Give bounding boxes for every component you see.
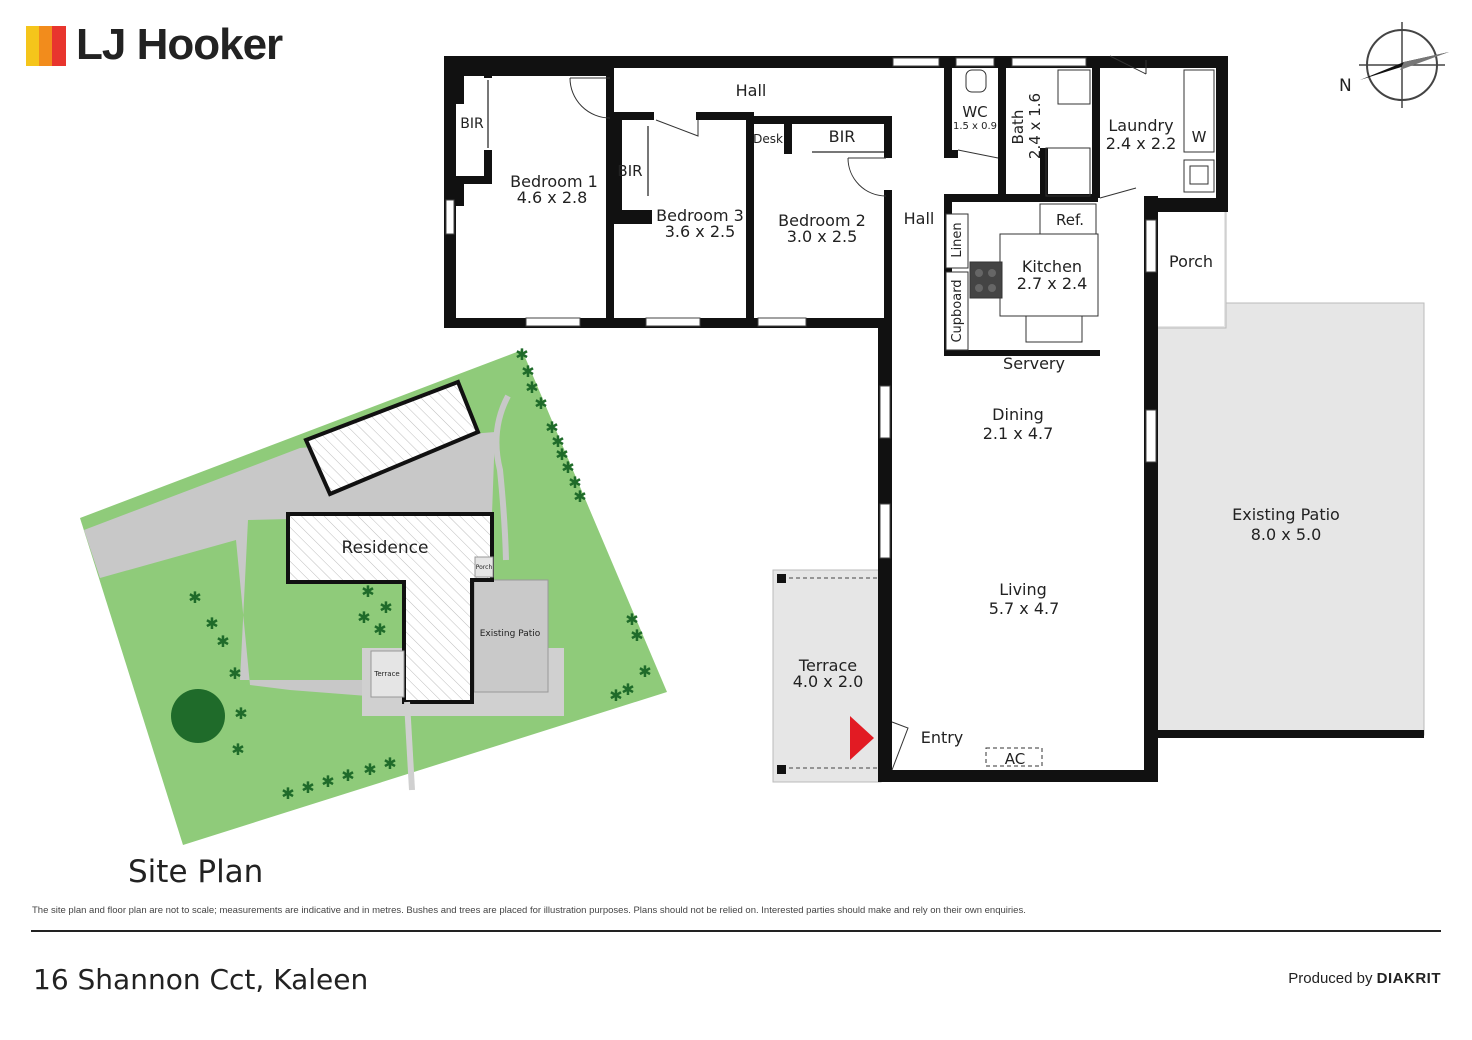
shrub-icon: ✱ (205, 614, 218, 633)
windows (445, 57, 1157, 559)
room-bath-size: 2.4 x 1.6 (1026, 93, 1044, 159)
room-desk: Desk (753, 132, 783, 146)
room-bedroom-3-name: Bedroom 3 (656, 206, 744, 225)
doors (569, 55, 1147, 771)
shrub-icon: ✱ (361, 582, 374, 601)
shrub-icon: ✱ (363, 760, 376, 779)
shrub-icon: ✱ (630, 626, 643, 645)
room-bir-1: BIR (460, 116, 484, 132)
shrub-icon: ✱ (373, 620, 386, 639)
room-entry: Entry (921, 728, 964, 747)
room-ref: Ref. (1056, 211, 1084, 229)
shrub-icon: ✱ (638, 662, 651, 681)
room-living-name: Living (999, 580, 1047, 599)
producer-name: DIAKRIT (1376, 970, 1441, 987)
shrub-icon: ✱ (228, 664, 241, 683)
room-kitchen-name: Kitchen (1022, 257, 1082, 276)
site-porch-label: Porch (476, 564, 493, 571)
shrub-icon: ✱ (545, 418, 558, 437)
room-living-size: 5.7 x 4.7 (989, 599, 1060, 618)
compass-north-label: N (1339, 76, 1352, 96)
room-kitchen-size: 2.7 x 2.4 (1017, 274, 1088, 293)
shrub-icon: ✱ (551, 432, 564, 451)
logo-bar-yellow (26, 26, 40, 66)
shrub-icon: ✱ (216, 632, 229, 651)
room-bedroom-1-name: Bedroom 1 (510, 172, 598, 191)
site-residence-label: Residence (342, 538, 429, 558)
shrub-icon: ✱ (383, 754, 396, 773)
room-w: W (1192, 128, 1207, 146)
site-terrace-label: Terrace (373, 670, 399, 678)
room-patio-size: 8.0 x 5.0 (1251, 525, 1322, 544)
room-hall-mid: Hall (904, 209, 935, 228)
shrub-icon: ✱ (534, 394, 547, 413)
existing-patio-area (1155, 302, 1425, 736)
patio-edge (1156, 730, 1424, 738)
shrub-icon: ✱ (621, 680, 634, 699)
room-servery: Servery (1003, 354, 1065, 373)
shrub-icon: ✱ (521, 362, 534, 381)
entry-arrow-icon (850, 716, 874, 760)
shrub-icon: ✱ (561, 458, 574, 477)
room-laundry-name: Laundry (1108, 116, 1173, 135)
site-driveway (84, 432, 495, 700)
shrub-icon: ✱ (379, 598, 392, 617)
shrub-icon: ✱ (281, 784, 294, 803)
site-lot (80, 350, 667, 845)
shrub-icon: ✱ (609, 686, 622, 705)
room-dining-size: 2.1 x 4.7 (983, 424, 1054, 443)
shrub-icon: ✱ (357, 608, 370, 627)
shrub-icon: ✱ (341, 766, 354, 785)
room-terrace-size: 4.0 x 2.0 (793, 672, 864, 691)
footer-divider (31, 930, 1441, 932)
room-bedroom-1-size: 4.6 x 2.8 (517, 188, 588, 207)
disclaimer-text: The site plan and floor plan are not to … (32, 905, 1026, 916)
shrub-icon: ✱ (525, 378, 538, 397)
room-bedroom-3-size: 3.6 x 2.5 (665, 222, 736, 241)
logo-bar-orange (39, 26, 53, 66)
room-dining-name: Dining (992, 405, 1044, 424)
site-garage (303, 379, 481, 497)
room-hall-top: Hall (736, 81, 767, 100)
room-wc-size: 1.5 x 0.9 (953, 121, 997, 132)
room-bedroom-2-name: Bedroom 2 (778, 211, 866, 230)
room-bath-name: Bath (1009, 110, 1027, 145)
shrub-icon: ✱ (188, 588, 201, 607)
property-address: 16 Shannon Cct, Kaleen (33, 963, 369, 996)
site-patio-label: Existing Patio (480, 629, 541, 639)
fixtures (945, 69, 1215, 767)
shrub-icon: ✱ (321, 772, 334, 791)
shrub-icon: ✱ (234, 704, 247, 723)
shrub-icon: ✱ (625, 610, 638, 629)
room-laundry-size: 2.4 x 2.2 (1106, 134, 1177, 153)
brand-logo: LJ Hooker (26, 20, 296, 74)
shrub-icon: ✱ (573, 487, 586, 506)
brand-name: LJ Hooker (76, 20, 283, 69)
shrub-icon: ✱ (515, 345, 528, 364)
room-patio-name: Existing Patio (1232, 505, 1340, 524)
logo-bars (26, 26, 66, 66)
site-plan-title: Site Plan (128, 854, 264, 890)
shrub-icon: ✱ (568, 473, 581, 492)
compass-icon (1359, 22, 1449, 108)
shrub-icon: ✱ (555, 445, 568, 464)
shrub-icon: ✱ (301, 778, 314, 797)
room-terrace-name: Terrace (798, 656, 857, 675)
room-porch: Porch (1169, 252, 1213, 271)
room-ac: AC (1005, 750, 1025, 768)
site-shrubs: ✱✱✱✱✱✱✱✱✱✱✱✱✱✱✱✱✱✱✱✱✱✱✱✱✱✱✱✱✱✱✱ (188, 345, 651, 803)
shrub-icon: ✱ (231, 740, 244, 759)
site-residence (286, 512, 494, 704)
producer-credit: Produced by DIAKRIT (1288, 970, 1441, 987)
room-cupboard: Cupboard (950, 279, 965, 342)
room-bir-3: BIR (617, 162, 642, 180)
site-plan (80, 350, 667, 845)
room-wc-name: WC (962, 103, 987, 121)
room-bir-2: BIR (829, 127, 856, 146)
produced-by-label: Produced by (1288, 970, 1373, 987)
room-linen: Linen (950, 222, 965, 257)
room-bedroom-2-size: 3.0 x 2.5 (787, 227, 858, 246)
logo-bar-red (52, 26, 66, 66)
